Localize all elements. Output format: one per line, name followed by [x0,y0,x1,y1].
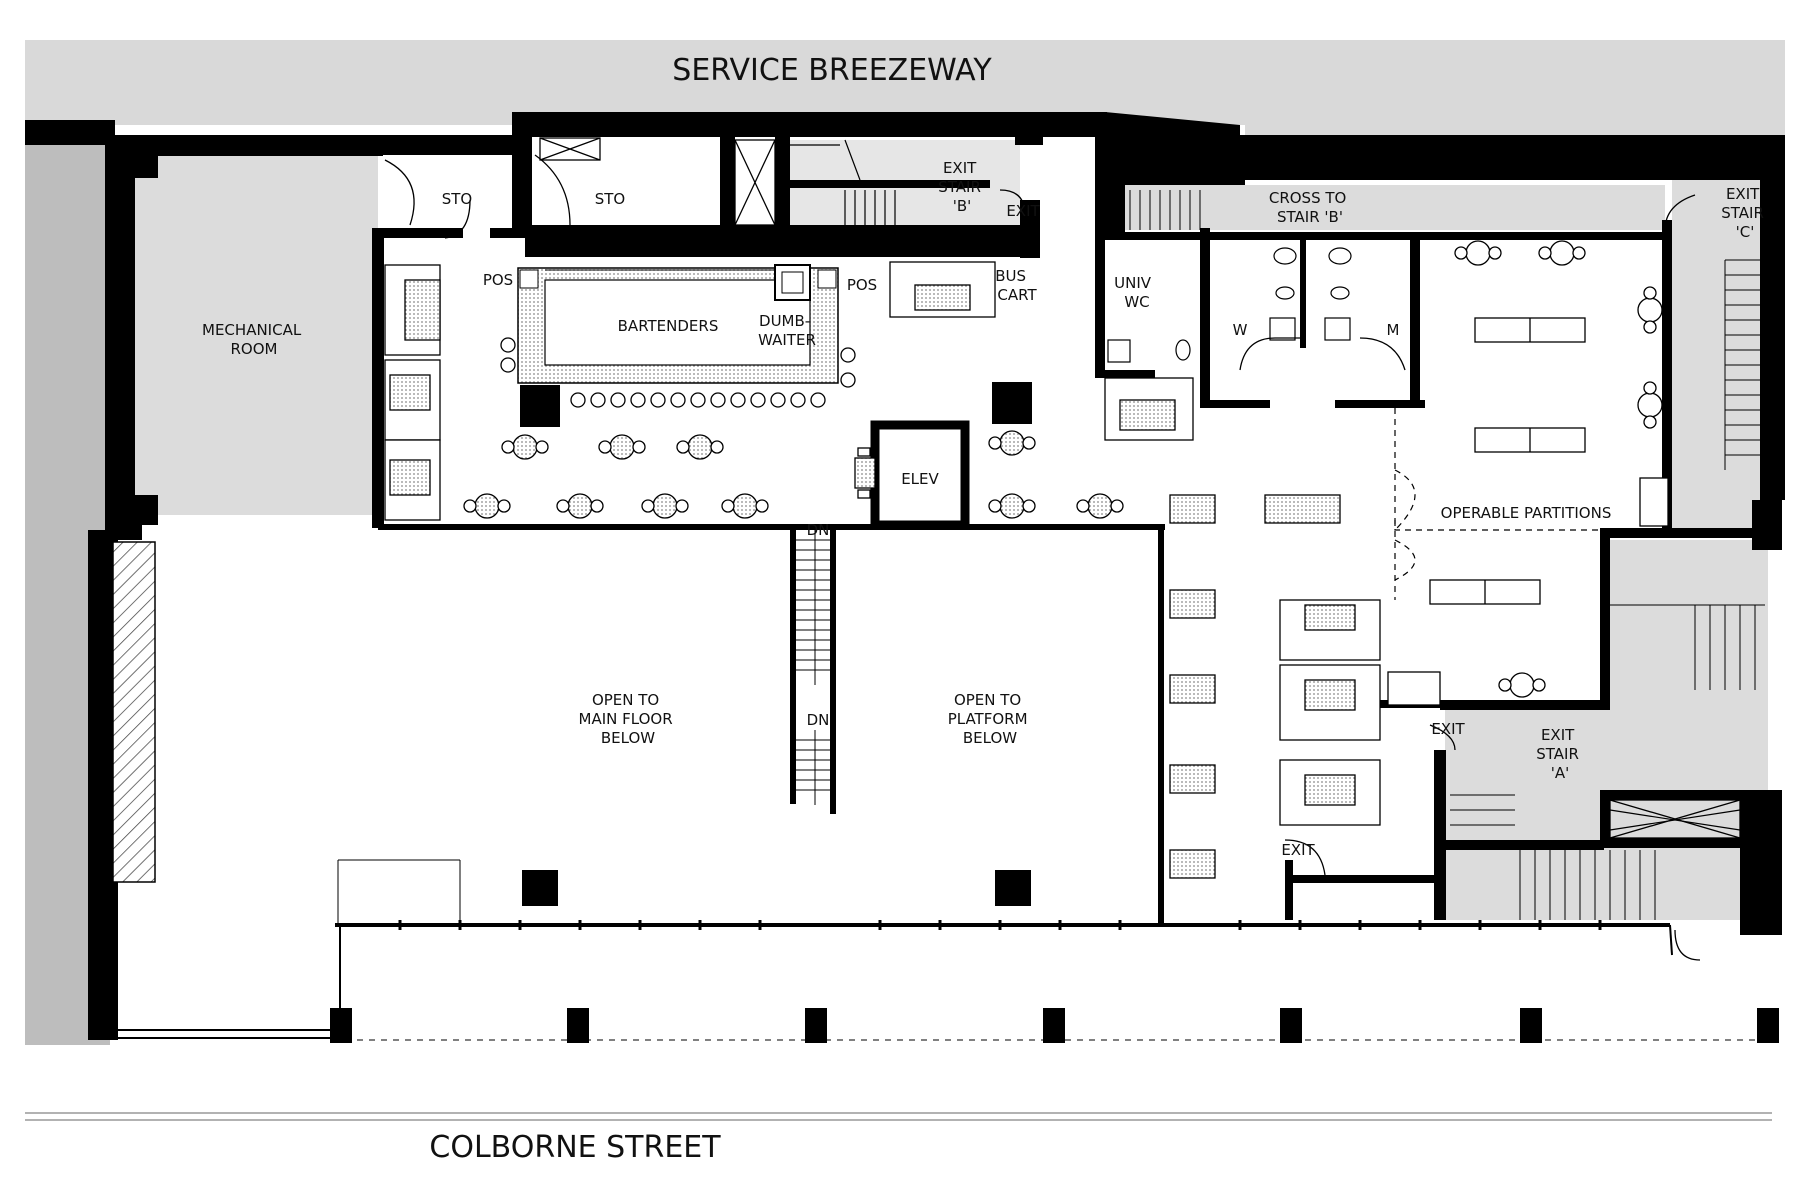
label-pos-left: POS [483,271,513,289]
mechanical-room-fill [133,155,378,515]
door-label-exit-a: EXIT [1431,720,1465,738]
stair-c-treads [1724,259,1765,470]
room-label-univ-wc: UNIV WC [1114,274,1156,311]
facade-columns [330,1008,1779,1043]
cross-corridor-treads [1109,190,1201,230]
door-label-exit-b: EXIT [1006,202,1040,220]
washroom-fixtures [1107,247,1352,363]
hatched-wall-zone [112,541,156,883]
street-label-service-breezeway: SERVICE BREEZEWAY [672,53,992,88]
door-swings [384,154,1701,961]
room-label-exit-stair-b: EXIT STAIR 'B' [938,159,985,215]
walls [25,112,1785,1040]
label-operable-partitions: OPERABLE PARTITIONS [1441,504,1612,522]
room-label-sto-1: STO [442,190,473,208]
street-label-colborne: COLBORNE STREET [429,1130,721,1165]
lounge-sofas [1279,599,1381,826]
stair-b [790,139,896,225]
label-dumbwaiter: DUMB- WAITER [758,312,816,349]
operable-partitions [1394,408,1600,600]
room-label-mechanical: MECHANICAL ROOM [202,321,306,358]
facade-ticks [398,920,1602,930]
floor-columns [522,870,1031,906]
cafe-tables [463,240,1663,698]
label-stair-dn-lower: DN [807,711,830,729]
bus-cart-booth [889,261,996,318]
door-label-exit-bottom: EXIT [1281,841,1315,859]
label-open-platform: OPEN TO PLATFORM BELOW [948,691,1033,747]
cross-corridor-fill [1100,185,1665,230]
street-lines [25,1112,1772,1121]
exit-stair-a-fill [1445,540,1768,920]
room-label-sto-2: STO [595,190,626,208]
room-label-cross-to-stair-b: CROSS TO STAIR 'B' [1269,189,1351,226]
service-breezeway-area [25,40,1785,125]
shafts [539,137,1775,881]
bar-stools [500,337,856,408]
label-bartenders: BARTENDERS [618,317,719,335]
room-label-exit-stair-c: EXIT STAIR 'C' [1721,185,1768,241]
label-stair-dn-upper: DN [807,521,830,539]
label-pos-right: POS [847,276,877,294]
label-bus-cart: BUS CART [995,267,1037,304]
room-label-w: W [1233,321,1248,339]
room-label-exit-stair-a: EXIT STAIR 'A' [1536,726,1583,782]
room-label-m: M [1387,321,1400,339]
stair-a-treads [1450,604,1765,920]
label-elev: ELEV [901,470,939,488]
label-open-main-floor: OPEN TO MAIN FLOOR BELOW [579,691,678,747]
four-top-tables [1169,494,1341,879]
bar-counter [517,264,839,384]
misc-structure [1387,477,1669,706]
exit-stair-c-fill [1672,180,1767,530]
meeting-tables [1429,317,1586,605]
washroom-booth [1104,377,1194,441]
main-stair-treads [796,530,830,805]
left-banquettes [384,264,441,521]
